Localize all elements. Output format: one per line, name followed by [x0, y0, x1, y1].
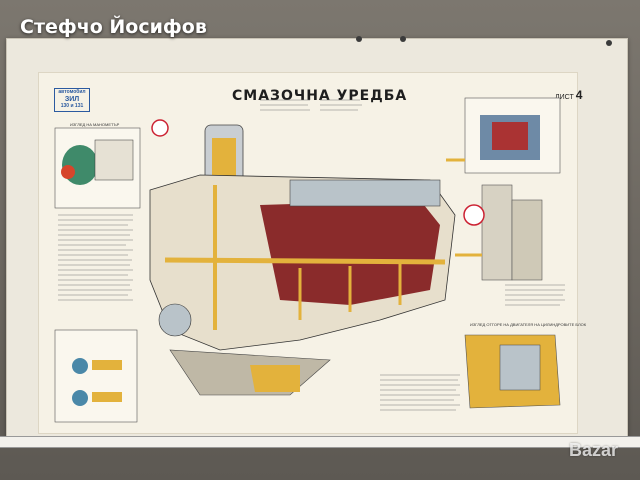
- sheet-label: ЛИСТ: [555, 94, 574, 101]
- seller-name-overlay: Стефчо Йосифов: [20, 16, 207, 38]
- filter-oil: [212, 138, 236, 178]
- oil-branch-lines: [298, 264, 402, 320]
- logo-line-1: автомобил: [58, 89, 86, 95]
- pin: [606, 40, 612, 46]
- oil-sump: [169, 349, 331, 396]
- valve-cover: [289, 179, 441, 207]
- inset-label-engine-top: ИЗГЛЕД ОТГОРЕ НА ДВИГАТЕЛЯ НА ЦИЛИНДРОВИ…: [470, 322, 587, 327]
- sheet-number: ЛИСТ 4: [555, 88, 582, 102]
- pump-gear: [72, 358, 88, 374]
- compressor-cutaway: [492, 122, 528, 150]
- gauge-body: [62, 145, 98, 185]
- pump-inset-box: [54, 329, 138, 423]
- gauge-callout-circle: [151, 119, 169, 137]
- crank-pulley: [158, 303, 192, 337]
- zil-logo: автомобил ЗИЛ 130 и 131: [54, 88, 90, 112]
- logo-line-3: 130 и 131: [60, 103, 84, 109]
- sheet-number-value: 4: [575, 88, 583, 102]
- oil-cooler: [481, 184, 513, 281]
- logo-line-2: ЗИЛ: [64, 96, 80, 103]
- measuring-tape: [0, 436, 640, 448]
- gauge-face: [94, 139, 134, 181]
- pump-gear: [72, 390, 88, 406]
- gauge-part: [61, 165, 75, 179]
- inset-label-gauge: ИЗГЛЕД НА МАНОМЕТЪР: [70, 122, 120, 127]
- watermark: Bazar: [568, 440, 618, 460]
- oil-cooler-side: [511, 199, 543, 281]
- cylinder-block-cutaway: [260, 200, 440, 305]
- pin: [356, 36, 362, 42]
- sump-oil: [250, 365, 300, 392]
- pump-oil-channel: [92, 360, 122, 402]
- cooler-callout-circle: [463, 204, 485, 226]
- main-oil-gallery: [164, 257, 446, 265]
- engine-top-part: [499, 344, 541, 391]
- pin: [400, 36, 406, 42]
- legend-text-lines: [58, 99, 565, 411]
